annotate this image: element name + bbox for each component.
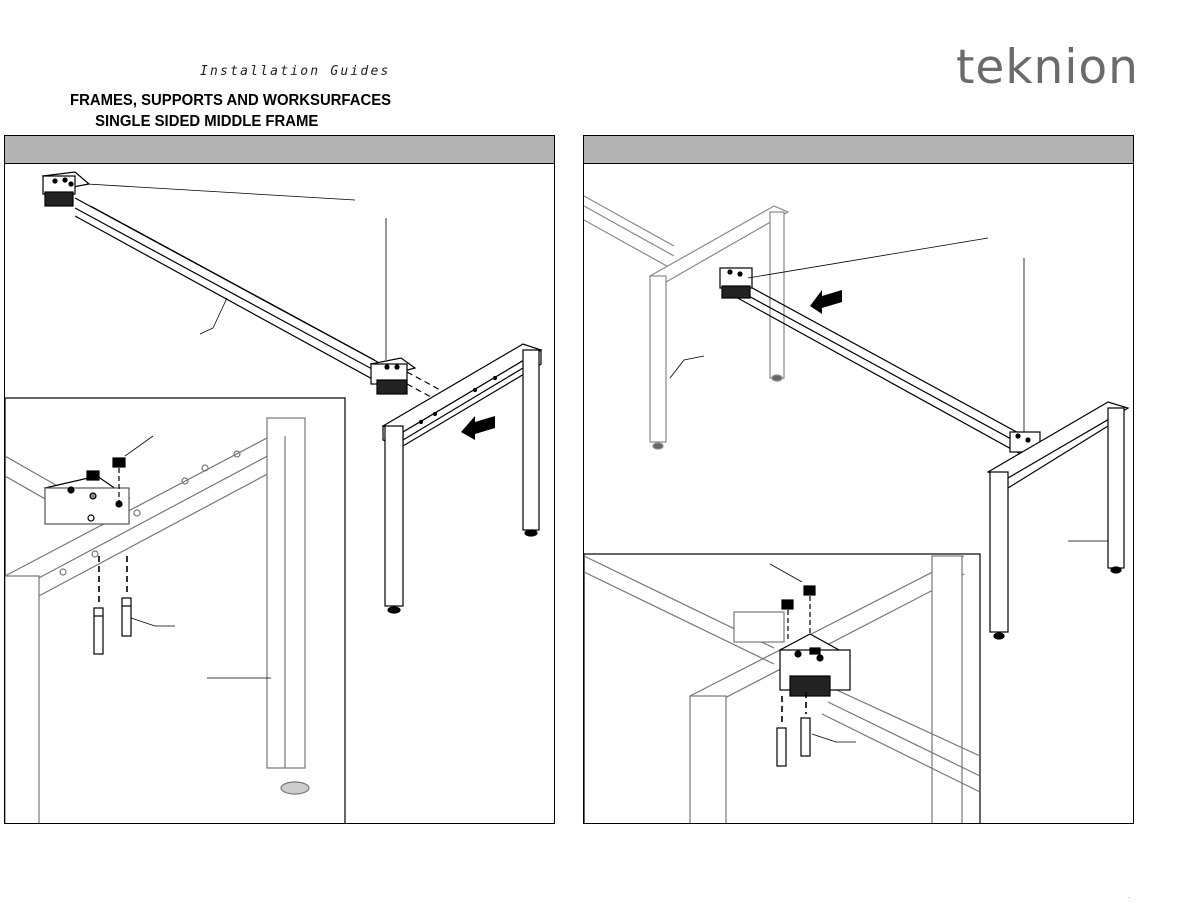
hardware-nuts <box>86 457 126 481</box>
title-line-1: FRAMES, SUPPORTS AND WORKSURFACES <box>70 92 392 109</box>
document-title: FRAMES, SUPPORTS AND WORKSURFACES SINGLE… <box>70 90 405 132</box>
teknion-logo: teknion <box>956 40 1139 95</box>
detail-frame <box>5 417 310 823</box>
hardware-nuts <box>781 585 816 610</box>
hardware-bolts <box>93 597 132 655</box>
end-bracket-top <box>41 171 91 207</box>
support-beam <box>733 277 1025 457</box>
detail-bracket <box>733 611 852 697</box>
panel-right <box>583 135 1134 824</box>
end-bracket-top <box>719 267 753 299</box>
title-line-2: SINGLE SIDED MIDDLE FRAME <box>95 113 319 130</box>
hardware-bolts <box>776 717 811 767</box>
support-beam <box>74 197 386 387</box>
right-illustration <box>584 195 1130 823</box>
section-label: Installation Guides <box>200 64 391 79</box>
existing-frame <box>584 195 790 450</box>
insert-arrow <box>461 416 495 440</box>
detail-bracket <box>43 475 131 525</box>
panel-left <box>4 135 555 824</box>
leg-frame <box>986 401 1130 640</box>
left-illustration <box>5 171 543 823</box>
end-bracket-bottom <box>369 357 417 395</box>
panel-right-header <box>584 136 1133 164</box>
insert-arrow <box>810 290 842 314</box>
page-mark: . <box>1128 890 1131 900</box>
leg-frame <box>381 343 543 614</box>
panel-left-header <box>5 136 554 164</box>
